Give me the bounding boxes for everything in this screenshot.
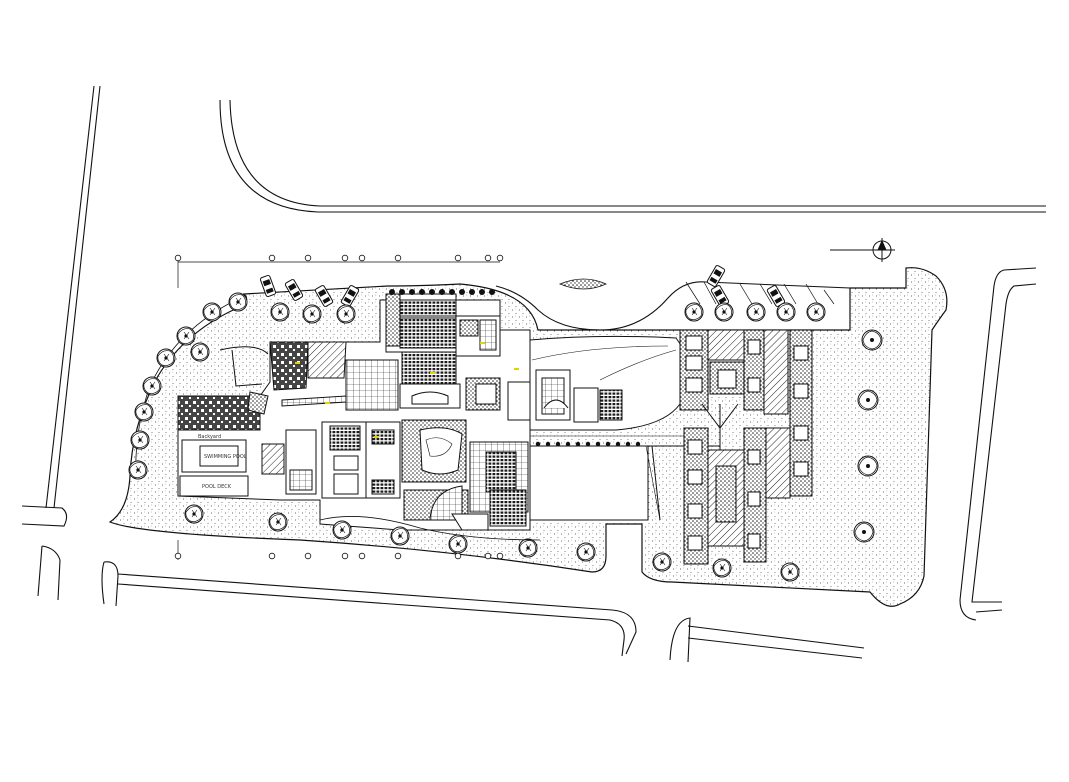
pool-area: Backyard SWIMMING POOL POOL DECK bbox=[181, 434, 247, 490]
street-network bbox=[21, 85, 1046, 663]
pool-area-label: Backyard bbox=[198, 434, 221, 440]
tree-icon bbox=[853, 521, 875, 543]
tree-icon bbox=[302, 304, 322, 324]
car-icon bbox=[706, 264, 726, 288]
grid-line-bubbles bbox=[174, 254, 504, 560]
parking-cars bbox=[259, 264, 835, 308]
tree-icon bbox=[684, 302, 704, 322]
tree-icon bbox=[190, 342, 210, 362]
lounge-building bbox=[507, 335, 721, 447]
tree-icon bbox=[202, 302, 222, 322]
tree-icon bbox=[652, 552, 672, 572]
tree-icon bbox=[857, 389, 879, 411]
north-arrow-icon bbox=[830, 238, 895, 262]
tree-icon bbox=[336, 304, 356, 324]
tree-icon bbox=[776, 302, 796, 322]
tree-icon bbox=[746, 302, 766, 322]
garden-path bbox=[319, 516, 541, 541]
tree-icon bbox=[142, 376, 162, 396]
tree-icon bbox=[176, 326, 196, 346]
tree-icon bbox=[268, 512, 288, 532]
deck-label: POOL DECK bbox=[202, 484, 232, 490]
tree-icon bbox=[576, 542, 596, 562]
tree-icon bbox=[712, 558, 732, 578]
tree-icon bbox=[857, 455, 879, 477]
tree-icon bbox=[806, 302, 826, 322]
pool-label: SWIMMING POOL bbox=[204, 454, 247, 460]
tree-icon bbox=[128, 460, 148, 480]
tree-icon bbox=[228, 292, 248, 312]
tree-icon bbox=[714, 302, 734, 322]
tree-icon bbox=[156, 348, 176, 368]
tree-icon bbox=[390, 526, 410, 546]
tree-icon bbox=[518, 538, 538, 558]
tree-icon bbox=[130, 430, 150, 450]
tree-icon bbox=[332, 520, 352, 540]
tree-icon bbox=[448, 534, 468, 554]
tree-icon bbox=[184, 504, 204, 524]
tree-icon bbox=[861, 329, 883, 351]
main-building bbox=[177, 293, 585, 531]
tree-icon bbox=[270, 302, 290, 322]
east-residential bbox=[679, 329, 813, 565]
tree-icon bbox=[134, 402, 154, 422]
landscape-trees bbox=[128, 289, 883, 582]
tree-icon bbox=[780, 562, 800, 582]
